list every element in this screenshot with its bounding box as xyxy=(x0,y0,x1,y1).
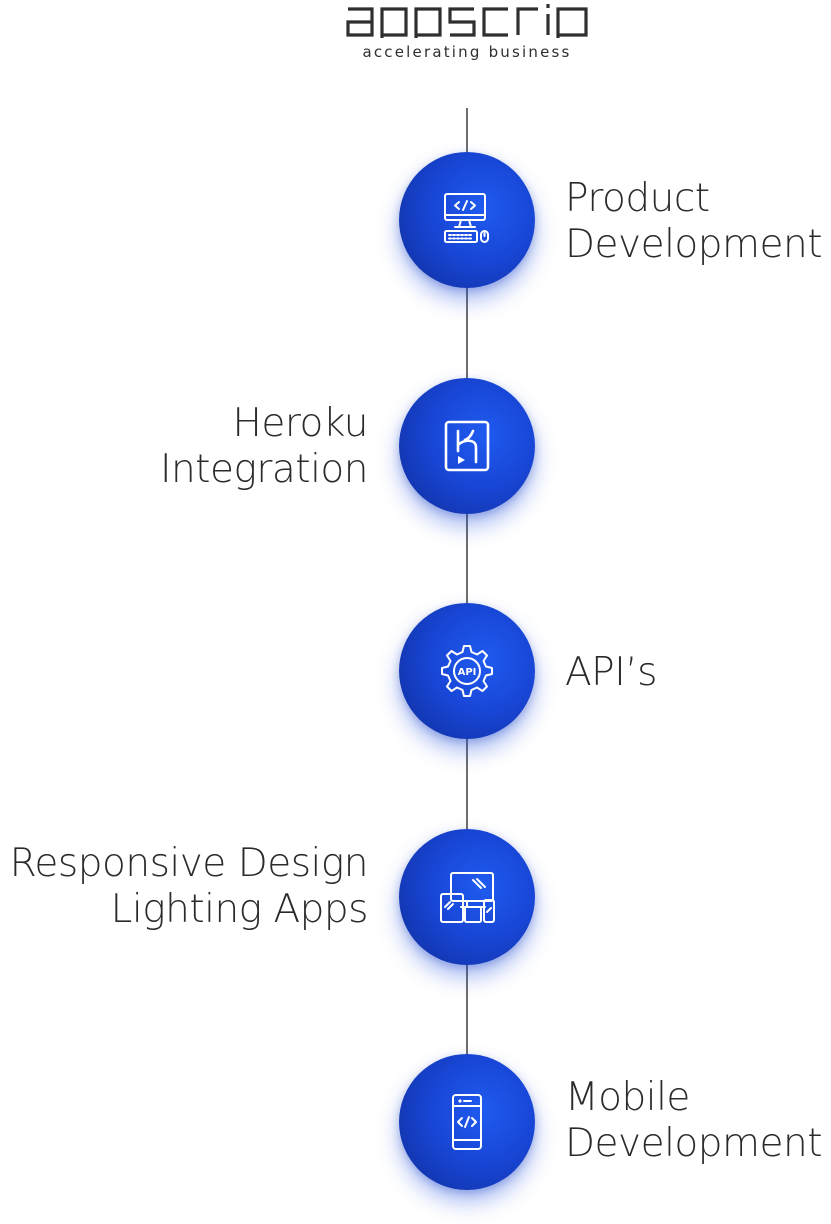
step-mobile-development-circle xyxy=(399,1054,535,1190)
appscrip-logo xyxy=(346,4,588,38)
svg-text:API: API xyxy=(458,667,477,678)
step-mobile-development-label: Mobile Development xyxy=(565,1075,823,1166)
step-responsive-design-circle xyxy=(399,829,535,965)
step-heroku-integration-circle xyxy=(399,378,535,514)
step-heroku-integration-label: Heroku Integration xyxy=(159,401,369,492)
step-apis-circle: API xyxy=(399,603,535,739)
brand-header: appscrip accelerating business xyxy=(0,0,831,70)
step-apis-label: API’s xyxy=(565,650,657,695)
step-responsive-design-label: Responsive Design Lighting Apps xyxy=(9,841,369,932)
responsive-devices-icon xyxy=(440,872,495,923)
step-product-development-label: Product Development xyxy=(565,176,823,267)
api-gear-icon: API xyxy=(441,645,493,697)
step-product-development-circle xyxy=(399,152,535,288)
mobile-code-icon xyxy=(452,1094,482,1150)
brand-tagline: accelerating business xyxy=(362,43,572,61)
heroku-icon xyxy=(444,420,490,472)
computer-code-icon xyxy=(444,193,489,243)
